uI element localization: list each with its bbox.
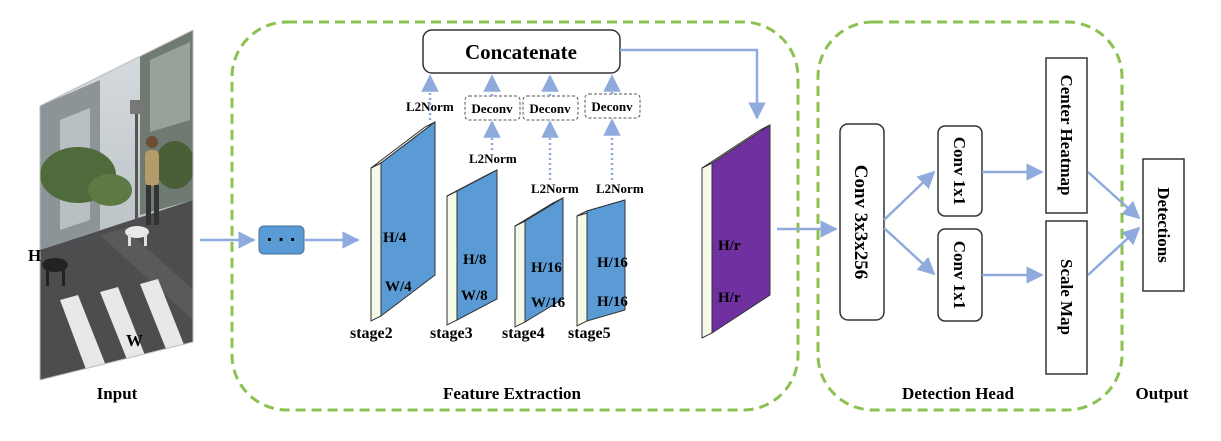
feature-extraction-box [230,20,800,412]
feature-extraction-label: Feature Extraction [443,384,582,403]
arrow-conv3-to-conv1-bottom [883,227,936,276]
center-heatmap-box [1045,57,1088,214]
stage4-feature-map [514,197,564,328]
stage5-feature-map [576,199,626,327]
stage3-deconv-box [464,95,521,121]
stage5-h-label: H/16 [597,255,628,271]
conv1x1-top-label: Conv 1x1 [950,137,969,205]
stage5-w-label: H/16 [597,294,628,310]
arrow-concat-to-fused [620,48,766,120]
scale-map-box [1045,220,1088,375]
arrow-heatmap-to-detections [1087,171,1141,220]
stage4-deconv-box [522,95,579,121]
input-h-label: H [28,246,41,265]
stage4-label: stage4 [502,325,545,342]
stage4-h-label: H/16 [531,260,562,276]
stage2-w-label: W/4 [385,279,412,295]
stage3-l2norm-label: L2Norm [469,151,517,166]
stage4-deconv-label: Deconv [529,101,571,116]
stage3-feature-map [446,169,498,326]
arrow-conv3-to-conv1-top [883,170,936,221]
concatenate-label: Concatenate [465,40,577,64]
center-heatmap-label: Center Heatmap [1057,74,1076,195]
stage5-l2norm-label: L2Norm [596,181,644,196]
concatenate-box [422,29,621,74]
conv1x1-bottom-label: Conv 1x1 [950,241,969,309]
stage5-deconv-box [584,93,641,119]
stage2-h-label: H/4 [383,230,407,246]
stage3-w-label: W/8 [461,288,488,304]
detections-label: Detections [1154,187,1173,263]
input-w-label: W [126,331,143,350]
stage3-h-label: H/8 [463,252,486,268]
fused-feature-map [701,124,771,339]
input-image [39,29,194,381]
arrow-scale-map-to-detections [1087,226,1141,276]
stage5-deconv-label: Deconv [591,99,633,114]
conv3x3-label: Conv 3x3x256 [850,165,871,280]
stage2-label: stage2 [350,325,393,342]
stage5-label: stage5 [568,325,611,342]
fused-h-label: H/r [718,238,741,254]
input-label: Input [97,384,138,403]
stage2-feature-map [370,120,436,322]
backbone-ellipsis: · · · [266,230,295,249]
detection-head-label: Detection Head [902,384,1014,403]
stage2-l2norm-label: L2Norm [406,99,454,114]
stage3-label: stage3 [430,325,473,342]
stage4-l2norm-label: L2Norm [531,181,579,196]
fused-w-label: H/r [718,290,741,306]
detections-box [1142,158,1185,292]
conv3x3-box [839,123,885,321]
scale-map-label: Scale Map [1057,259,1076,335]
stage3-deconv-label: Deconv [471,101,513,116]
stage4-w-label: W/16 [531,295,566,311]
output-label: Output [1136,384,1189,403]
